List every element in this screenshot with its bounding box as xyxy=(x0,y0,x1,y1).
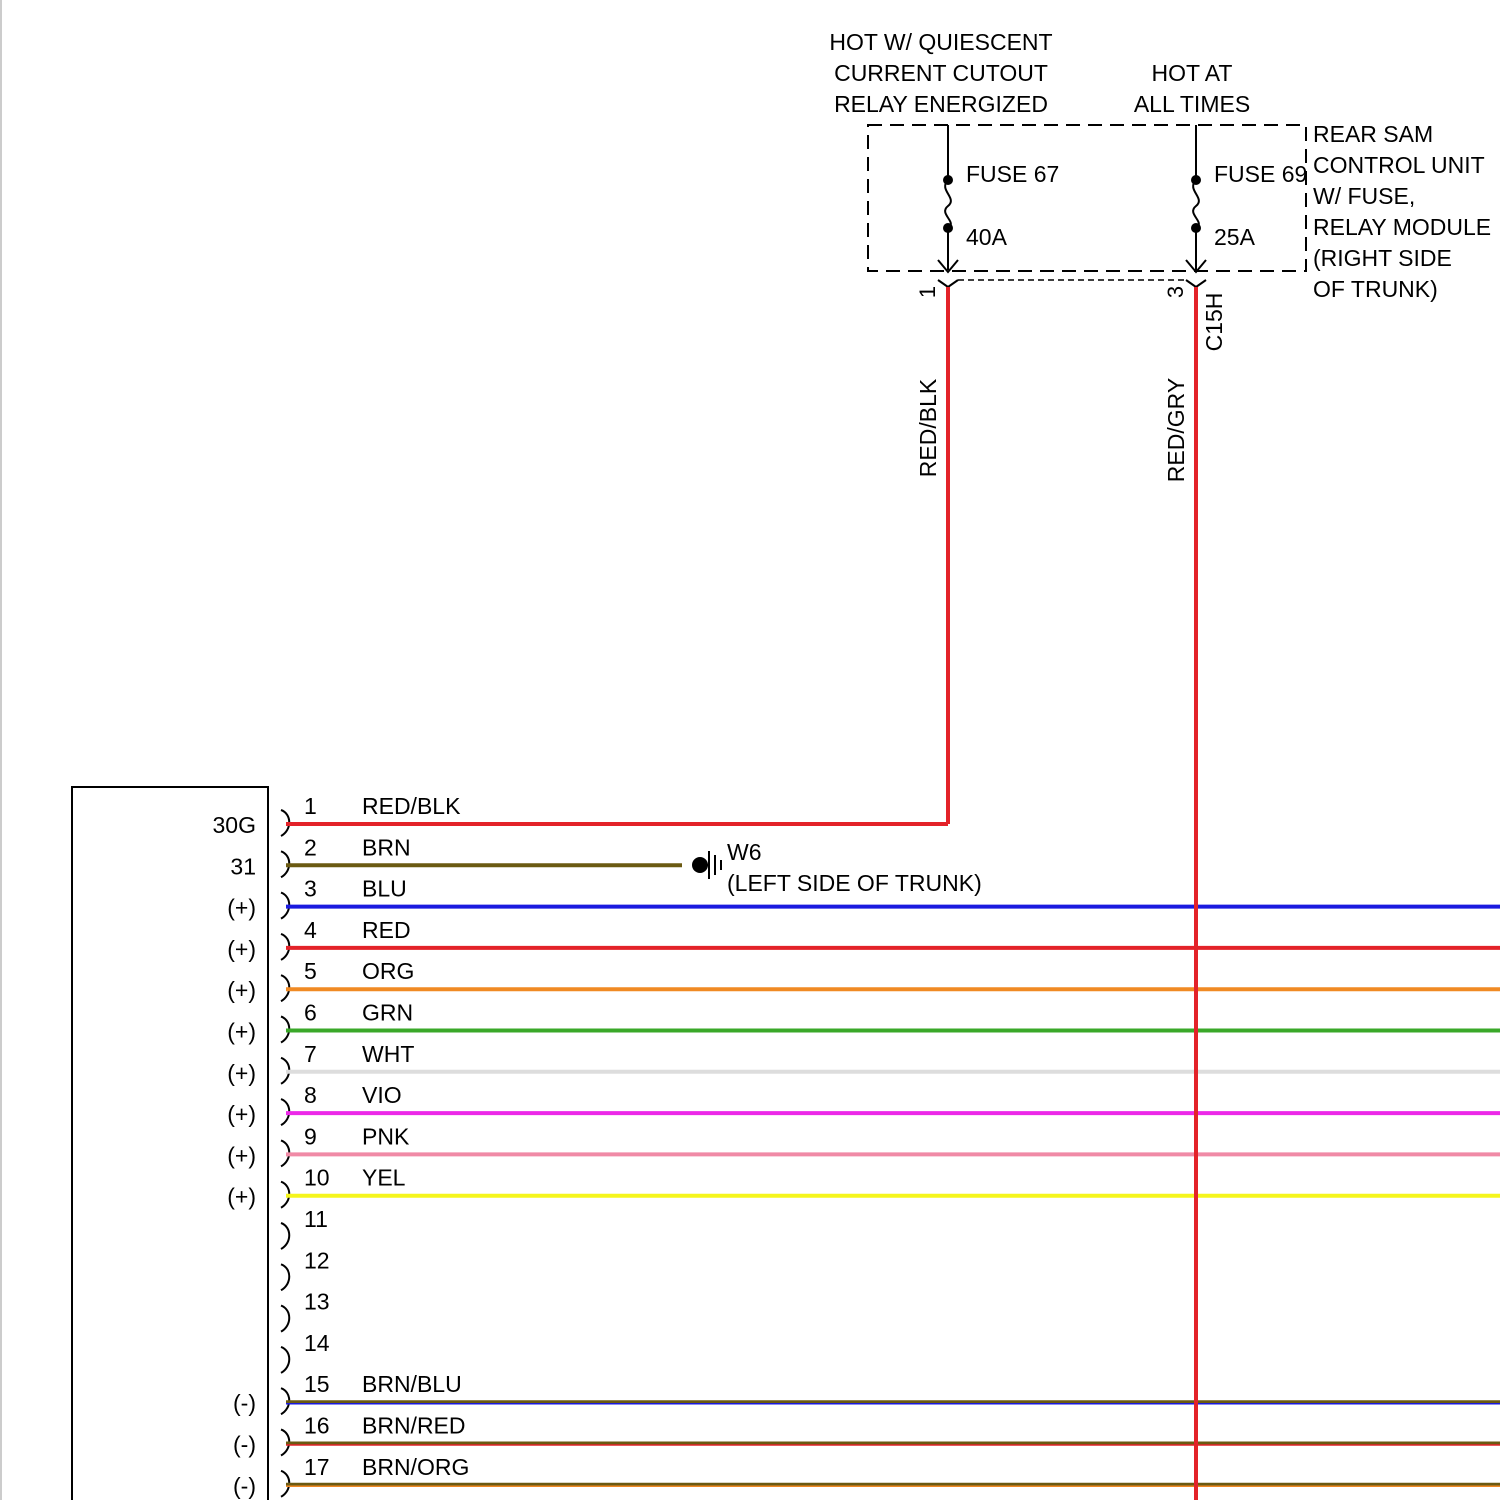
pin-func-8: (+) xyxy=(227,1101,256,1127)
pin-func-6: (+) xyxy=(227,1019,256,1045)
ground-symbol xyxy=(692,851,721,879)
sam-unit-line-5: (RIGHT SIDE xyxy=(1313,245,1452,271)
pin-number-15: 15 xyxy=(304,1371,330,1397)
ground-id: W6 xyxy=(727,839,762,865)
wire-label-4: RED xyxy=(362,917,411,943)
sam-unit-line-6: OF TRUNK) xyxy=(1313,276,1438,302)
wire-label-9: PNK xyxy=(362,1123,410,1149)
supply-right-line-1: HOT AT xyxy=(1152,60,1233,86)
pin-number-5: 5 xyxy=(304,958,317,984)
wire-label-15: BRN/BLU xyxy=(362,1371,462,1397)
sam-unit-line-2: CONTROL UNIT xyxy=(1313,152,1485,178)
fuse-69 xyxy=(1186,125,1206,272)
feed-wire-label-red-gry: RED/GRY xyxy=(1163,378,1189,482)
pin-number-11: 11 xyxy=(304,1206,328,1232)
sam-unit-line-3: W/ FUSE, xyxy=(1313,183,1415,209)
pin-number-8: 8 xyxy=(304,1082,317,1108)
pin-number-2: 2 xyxy=(304,834,317,860)
fuse-67-name: FUSE 67 xyxy=(966,161,1059,187)
supply-left-line-1: HOT W/ QUIESCENT xyxy=(829,29,1052,55)
ground-location: (LEFT SIDE OF TRUNK) xyxy=(727,870,982,896)
pin-number-3: 3 xyxy=(304,876,317,902)
connector-pin-3: 3 xyxy=(1163,286,1188,298)
wire-label-2: BRN xyxy=(362,834,411,860)
connector-id: C15H xyxy=(1201,293,1227,352)
pin-func-4: (+) xyxy=(227,936,256,962)
pin-func-7: (+) xyxy=(227,1060,256,1086)
pin-number-17: 17 xyxy=(304,1454,330,1480)
pin-number-4: 4 xyxy=(304,917,317,943)
pin-number-13: 13 xyxy=(304,1289,330,1315)
connector-cavity-3 xyxy=(1186,280,1206,287)
pin-func-15: (-) xyxy=(233,1390,256,1416)
pin-func-5: (+) xyxy=(227,977,256,1003)
wire-label-16: BRN/RED xyxy=(362,1413,466,1439)
wire-label-5: ORG xyxy=(362,958,414,984)
wire-label-8: VIO xyxy=(362,1082,402,1108)
pin-terminal-13 xyxy=(281,1306,289,1332)
pin-number-14: 14 xyxy=(304,1330,330,1356)
pin-terminal-12 xyxy=(281,1264,289,1290)
sam-unit-line-1: REAR SAM xyxy=(1313,121,1433,147)
pin-rows: 30G 1 RED/BLK 31 2 BRN (+) 3 BLU (+) 4 RED (+) 5 ORG (+… xyxy=(213,793,1500,1499)
fuse-67-rating: 40A xyxy=(966,224,1008,250)
wire-label-17: BRN/ORG xyxy=(362,1454,469,1480)
wire-label-7: WHT xyxy=(362,1041,414,1067)
pin-number-6: 6 xyxy=(304,1000,317,1026)
pin-func-2: 31 xyxy=(230,853,256,879)
pin-number-10: 10 xyxy=(304,1165,330,1191)
pin-func-3: (+) xyxy=(227,895,256,921)
pin-number-12: 12 xyxy=(304,1247,330,1273)
wire-label-1: RED/BLK xyxy=(362,793,461,819)
sam-unit-line-4: RELAY MODULE xyxy=(1313,214,1491,240)
wire-label-3: BLU xyxy=(362,876,407,902)
connector-pin-1: 1 xyxy=(915,286,940,298)
pin-number-9: 9 xyxy=(304,1123,317,1149)
pin-terminal-11 xyxy=(281,1223,289,1249)
fuse-67 xyxy=(938,125,958,272)
supply-left-line-3: RELAY ENERGIZED xyxy=(834,91,1048,117)
pin-number-16: 16 xyxy=(304,1413,330,1439)
connector-cavity-1 xyxy=(938,280,958,287)
wire-label-10: YEL xyxy=(362,1165,406,1191)
pin-func-16: (-) xyxy=(233,1432,256,1458)
feed-wire-label-red-blk: RED/BLK xyxy=(915,378,941,477)
fuse-69-rating: 25A xyxy=(1214,224,1256,250)
pin-func-17: (-) xyxy=(233,1473,256,1499)
pin-func-1: 30G xyxy=(213,812,256,838)
pin-terminal-14 xyxy=(281,1347,289,1373)
pin-func-9: (+) xyxy=(227,1142,256,1168)
pin-number-7: 7 xyxy=(304,1041,317,1067)
pin-number-1: 1 xyxy=(304,793,317,819)
pin-func-10: (+) xyxy=(227,1184,256,1210)
supply-left-line-2: CURRENT CUTOUT xyxy=(834,60,1048,86)
wire-label-6: GRN xyxy=(362,1000,413,1026)
supply-right-line-2: ALL TIMES xyxy=(1134,91,1250,117)
fuse-69-name: FUSE 69 xyxy=(1214,161,1307,187)
